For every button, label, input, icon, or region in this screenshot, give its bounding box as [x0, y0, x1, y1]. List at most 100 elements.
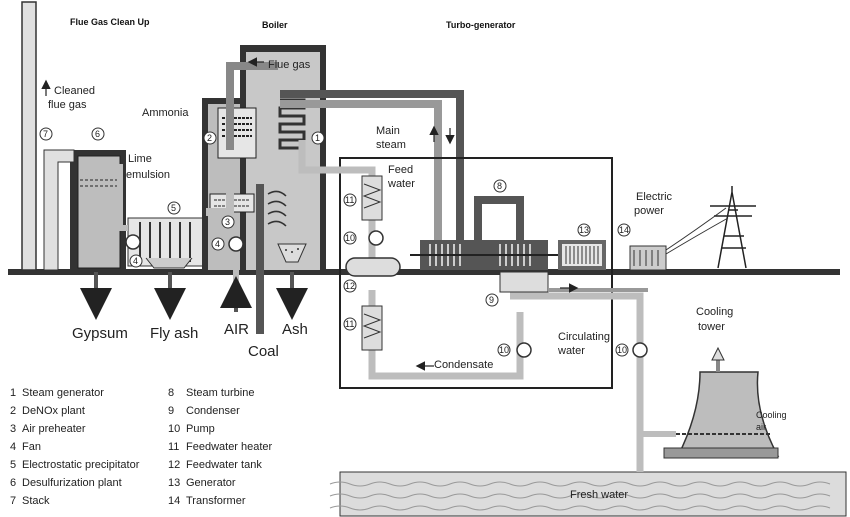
callout-6: 6: [91, 127, 105, 141]
legend-item: 7: [10, 495, 16, 507]
callout-11a: 11: [343, 193, 357, 207]
label-feed-water-1: Feed: [388, 164, 413, 176]
label-main-steam-1: Main: [376, 125, 400, 137]
legend-item-label: Steam turbine: [186, 387, 254, 399]
svg-text:4: 4: [215, 239, 220, 249]
label-emulsion: emulsion: [126, 169, 170, 181]
svg-text:12: 12: [345, 281, 355, 291]
svg-text:10: 10: [345, 233, 355, 243]
legend-item: 14: [168, 495, 180, 507]
svg-text:4: 4: [133, 256, 138, 266]
svg-text:10: 10: [499, 345, 509, 355]
callout-10c: 10: [615, 343, 629, 357]
callout-2: 2: [203, 131, 217, 145]
legend-item: 4: [10, 441, 16, 453]
legend-item: 13: [168, 477, 180, 489]
transmission-tower: [710, 186, 756, 269]
svg-text:11: 11: [345, 195, 354, 205]
callout-1: 1: [311, 131, 325, 145]
svg-text:11: 11: [345, 319, 354, 329]
label-circulating-water-1: Circulating: [558, 331, 610, 343]
feed-pump: [368, 230, 384, 246]
output-gypsum: Gypsum: [72, 325, 128, 342]
legend-item: 9: [168, 405, 174, 417]
label-electric-power-2: power: [634, 205, 664, 217]
steam-turbine: [410, 196, 560, 270]
flue-gas-duct: [226, 62, 278, 150]
label-cooling-air-2: air: [756, 422, 766, 432]
generator: [558, 240, 606, 270]
svg-text:1: 1: [315, 133, 320, 143]
legend-item-label: Steam generator: [22, 387, 104, 399]
label-fresh-water: Fresh water: [570, 489, 628, 501]
legend-item: 5: [10, 459, 16, 471]
callout-9: 9: [485, 293, 499, 307]
label-circulating-water-2: water: [557, 345, 585, 357]
header-boiler: Boiler: [262, 20, 288, 30]
legend-item: 6: [10, 477, 16, 489]
legend-item-label: Fan: [22, 441, 41, 453]
legend-item: 2: [10, 405, 16, 417]
condenser: [499, 271, 549, 293]
callout-7: 7: [39, 127, 53, 141]
label-cooling-air-1: Cooling: [756, 410, 787, 420]
label-cooling-tower-1: Cooling: [696, 306, 733, 318]
legend-item-label: Feedwater tank: [186, 459, 262, 471]
cooling-water-to-tower: [637, 360, 676, 437]
callout-8: 8: [493, 179, 507, 193]
label-cleaned-flue-gas-2: flue gas: [48, 99, 87, 111]
callout-3: 3: [221, 215, 235, 229]
legend-item-label: Condenser: [186, 405, 240, 417]
reheat-steam-pipe: [280, 100, 442, 252]
legend-item-label: Generator: [186, 477, 236, 489]
callout-4a: 4: [211, 237, 225, 251]
svg-text:7: 7: [43, 129, 48, 139]
cooling-water-pump: [632, 342, 648, 358]
output-ash: Ash: [282, 321, 308, 338]
coal-feed-pipe: [256, 184, 264, 334]
legend-item-label: Transformer: [186, 495, 246, 507]
label-main-steam-2: steam: [376, 139, 406, 151]
callout-5: 5: [167, 201, 181, 215]
label-ammonia: Ammonia: [142, 107, 189, 119]
svg-text:2: 2: [207, 133, 212, 143]
label-cooling-tower-2: tower: [698, 321, 725, 333]
label-cleaned-flue-gas-1: Cleaned: [54, 85, 95, 97]
label-condensate: Condensate: [434, 359, 493, 371]
transformer: [629, 245, 667, 271]
callout-11b: 11: [343, 317, 357, 331]
legend-item: 12: [168, 459, 180, 471]
svg-text:8: 8: [497, 181, 502, 191]
legend-item: 3: [10, 423, 16, 435]
circulating-water-pipe: [510, 292, 644, 472]
callout-14: 14: [617, 223, 631, 237]
legend-item-label: Stack: [22, 495, 50, 507]
label-lime: Lime: [128, 153, 152, 165]
legend-item-label: DeNOx plant: [22, 405, 85, 417]
svg-text:5: 5: [171, 203, 176, 213]
legend: 1 Steam generator 2 DeNOx plant 3 Air pr…: [10, 387, 273, 507]
callout-10b: 10: [497, 343, 511, 357]
output-fly-ash: Fly ash: [150, 325, 198, 342]
feedwater-heater-lower: [361, 305, 383, 351]
turbine-hall: [339, 157, 613, 389]
header-flue-gas-clean-up: Flue Gas Clean Up: [70, 17, 150, 27]
legend-item-label: Feedwater heater: [186, 441, 273, 453]
svg-text:3: 3: [225, 217, 230, 227]
callout-4b: 4: [129, 254, 143, 268]
feedwater-tank: [345, 257, 401, 277]
label-feed-water-2: water: [387, 178, 415, 190]
legend-item: 8: [168, 387, 174, 399]
stack: [21, 1, 37, 271]
output-air: AIR: [224, 321, 249, 338]
gas-duct-to-precipitator: [206, 172, 234, 216]
callout-13: 13: [577, 223, 591, 237]
svg-text:13: 13: [579, 225, 589, 235]
legend-item: 1: [10, 387, 16, 399]
svg-text:14: 14: [619, 225, 629, 235]
legend-item-label: Air preheater: [22, 423, 86, 435]
ground-line: [8, 269, 840, 275]
label-flue-gas: Flue gas: [268, 59, 311, 71]
